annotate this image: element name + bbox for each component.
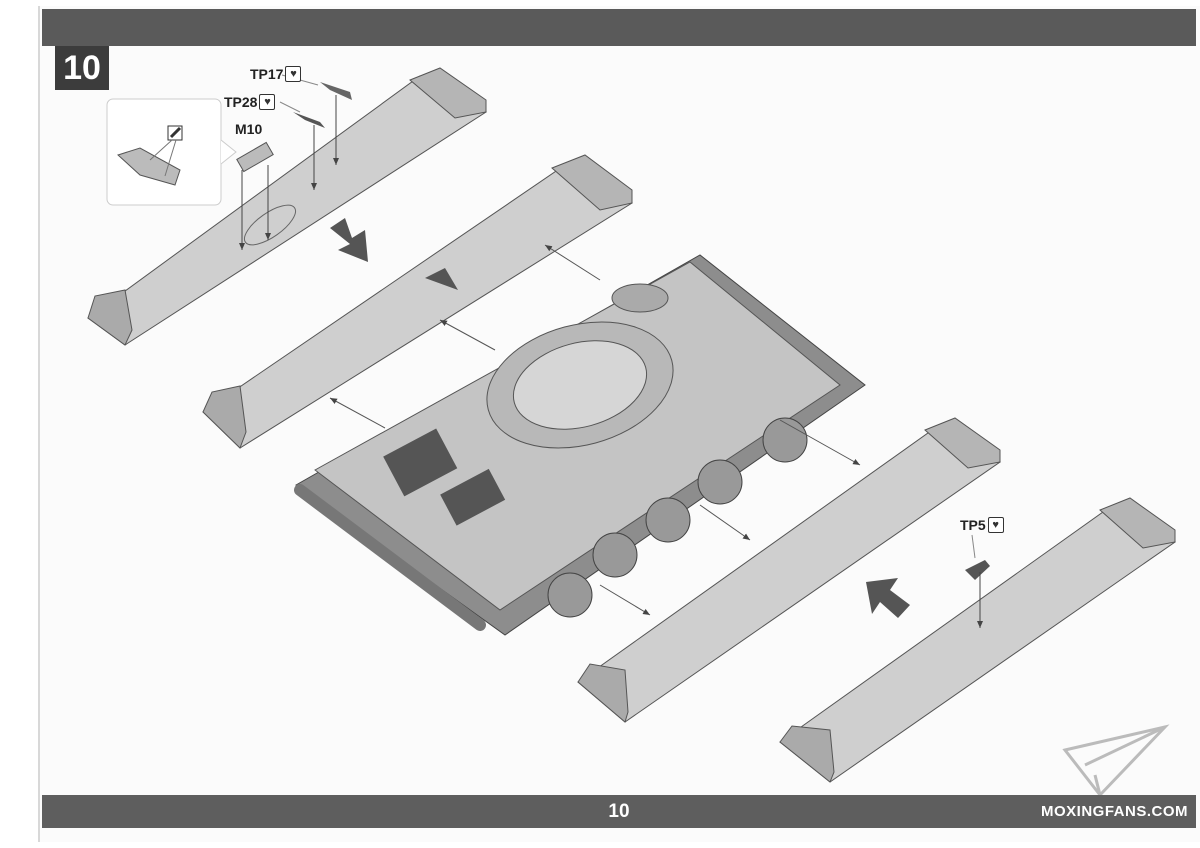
footer-bar: 10 MOXINGFANS.COM (42, 795, 1196, 828)
fender-left-rear (87, 67, 487, 346)
broken-heart-icon: ♥ (259, 94, 276, 110)
part-tp17 (320, 82, 352, 100)
part-m10 (236, 141, 274, 173)
fender-right-rear (779, 497, 1176, 783)
fender-right-front (577, 417, 1001, 723)
broken-heart-icon: ♥ (285, 66, 302, 82)
tank-hull (294, 254, 866, 636)
step-number: 10 (55, 46, 109, 90)
part-tp5 (965, 560, 990, 580)
track-part-detail (117, 125, 183, 186)
header-bar (42, 9, 1196, 46)
label-tp28: TP28♥ (224, 94, 276, 110)
label-tp5: TP5♥ (960, 517, 1004, 533)
fender-left-front (202, 154, 633, 449)
label-m10: M10 (235, 121, 263, 137)
direction-arrow-icon (866, 578, 910, 618)
page-number: 10 (608, 801, 630, 822)
broken-heart-icon: ♥ (987, 517, 1004, 533)
label-tp17: TP17♥ (250, 66, 302, 82)
detail-inset (106, 98, 222, 206)
paper-plane-logo (1062, 724, 1170, 798)
part-tp28 (293, 112, 325, 128)
direction-arrow-icon (330, 218, 368, 262)
watermark-text: MOXINGFANS.COM (1040, 803, 1188, 820)
